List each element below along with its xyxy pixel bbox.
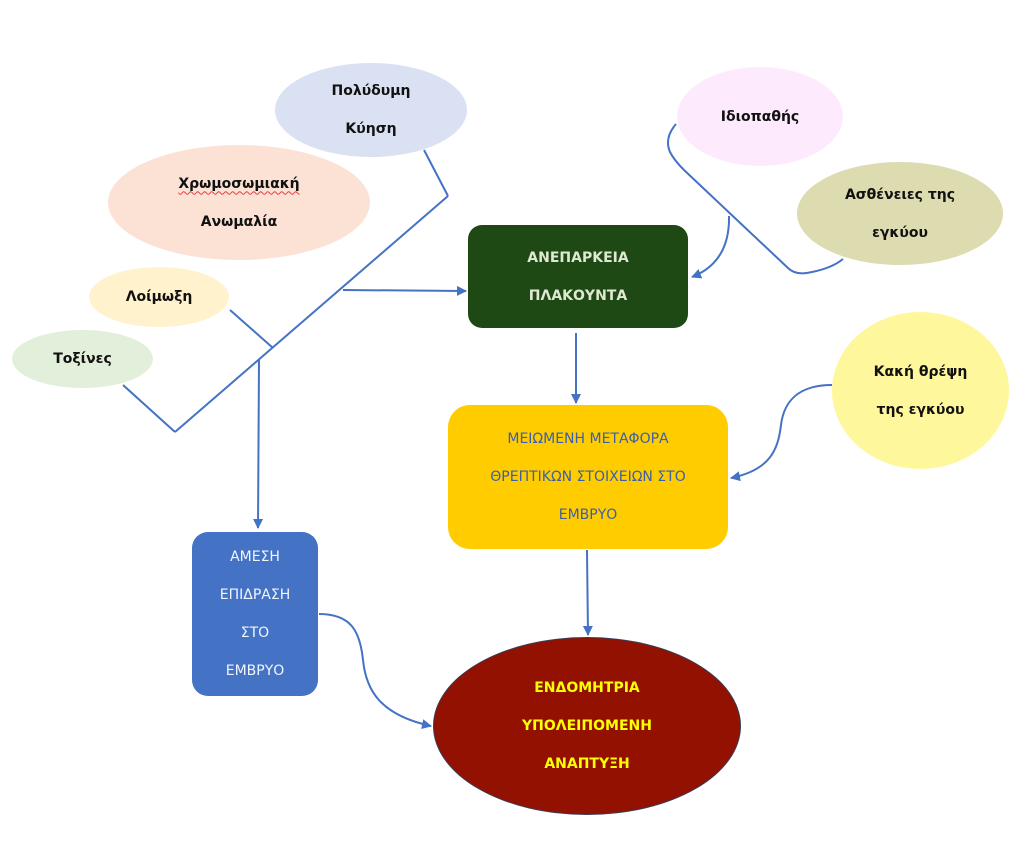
connector-infection bbox=[229, 309, 274, 349]
arrow-bracket-to-placenta bbox=[691, 215, 731, 279]
node-label: ΕΜΒΡΥΟ bbox=[225, 663, 285, 679]
node-label: ΑΝΑΠΤΥΞΗ bbox=[544, 756, 630, 772]
connector-idiopathic-bracket bbox=[667, 123, 844, 275]
connector-toxins bbox=[122, 384, 176, 433]
node-reduced-nutrient-transport: ΜΕΙΩΜΕΝΗ ΜΕΤΑΦΟΡΑ ΘΡΕΠΤΙΚΩΝ ΣΤΟΙΧΕΙΩΝ ΣΤ… bbox=[448, 405, 728, 549]
node-label: ΥΠΟΛΕΙΠΟΜΕΝΗ bbox=[522, 718, 652, 734]
cause-label: Τοξίνες bbox=[53, 351, 112, 367]
node-label: ΘΡΕΠΤΙΚΩΝ ΣΤΟΙΧΕΙΩΝ ΣΤΟ bbox=[490, 469, 686, 485]
arrow-transport-to-outcome bbox=[582, 549, 593, 636]
cause-infection: Λοίμωξη bbox=[89, 267, 229, 327]
node-label: ΣΤΟ bbox=[240, 625, 270, 641]
cause-label: της εγκύου bbox=[876, 401, 965, 418]
cause-label: εγκύου bbox=[872, 224, 928, 241]
cause-label: Κύηση bbox=[345, 121, 397, 137]
cause-label: Λοίμωξη bbox=[125, 289, 193, 305]
cause-multiple-pregnancy: Πολύδυμη Κύηση bbox=[275, 63, 467, 157]
cause-idiopathic: Ιδιοπαθής bbox=[677, 67, 843, 166]
cause-label: Κακή θρέψη bbox=[873, 363, 968, 380]
node-label: ΕΜΒΡΥΟ bbox=[558, 507, 618, 523]
node-label: ΕΠΙΔΡΑΣΗ bbox=[219, 587, 291, 603]
node-label: ΕΝΔΟΜΗΤΡΙΑ bbox=[534, 680, 640, 696]
arrow-direct-to-outcome bbox=[318, 613, 432, 729]
cause-toxins: Τοξίνες bbox=[12, 330, 153, 388]
connector-multiple-pregnancy bbox=[423, 149, 449, 197]
cause-label: Ιδιοπαθής bbox=[720, 108, 800, 125]
node-label: ΠΛΑΚΟΥΝΤΑ bbox=[528, 287, 628, 304]
arrow-to-direct-effect bbox=[253, 359, 264, 529]
arrow-to-placenta bbox=[342, 285, 467, 296]
node-label: ΑΜΕΣΗ bbox=[230, 549, 280, 565]
cause-label: Χρωμοσωμιακή bbox=[178, 175, 300, 192]
node-label: ΜΕΙΩΜΕΝΗ ΜΕΤΑΦΟΡΑ bbox=[507, 431, 669, 447]
arrow-malnutrition-to-transport bbox=[730, 384, 833, 482]
cause-chromosomal-anomaly: Χρωμοσωμιακή Ανωμαλία bbox=[108, 145, 370, 260]
node-placental-insufficiency: ΑΝΕΠΑΡΚΕΙΑ ΠΛΑΚΟΥΝΤΑ bbox=[468, 225, 688, 328]
cause-maternal-disease: Ασθένειες της εγκύου bbox=[797, 162, 1003, 265]
cause-label: Ασθένειες της bbox=[844, 186, 956, 203]
node-intrauterine-growth-restriction: ΕΝΔΟΜΗΤΡΙΑ ΥΠΟΛΕΙΠΟΜΕΝΗ ΑΝΑΠΤΥΞΗ bbox=[433, 637, 741, 815]
node-label: ΑΝΕΠΑΡΚΕΙΑ bbox=[527, 249, 629, 266]
fishbone-spine bbox=[174, 195, 449, 433]
cause-maternal-malnutrition: Κακή θρέψη της εγκύου bbox=[832, 312, 1009, 469]
node-direct-effect-on-embryo: ΑΜΕΣΗ ΕΠΙΔΡΑΣΗ ΣΤΟ ΕΜΒΡΥΟ bbox=[192, 532, 318, 696]
cause-label: Ανωμαλία bbox=[200, 213, 278, 230]
cause-label: Πολύδυμη bbox=[331, 83, 411, 99]
